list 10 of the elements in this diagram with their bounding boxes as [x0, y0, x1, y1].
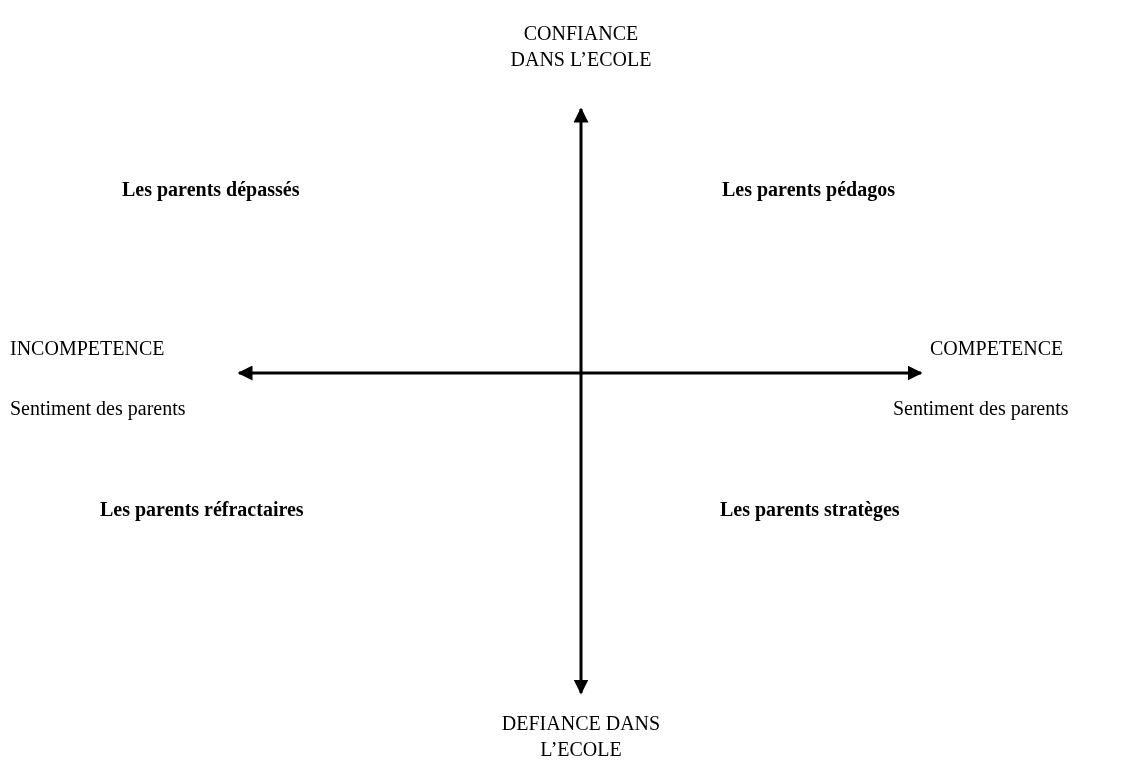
axis-label: CONFIANCE DANS L’ECOLE — [509, 21, 653, 72]
quadrant-label: Les parents pédagos — [722, 177, 895, 202]
axis-label: DEFIANCE DANS L’ECOLE — [501, 711, 661, 762]
axis-caption: Sentiment des parents — [10, 396, 186, 421]
quadrant-label: Les parents réfractaires — [100, 497, 304, 522]
axis-label: INCOMPETENCE — [10, 336, 165, 361]
quadrant-label: Les parents stratèges — [720, 497, 900, 522]
axis-caption: Sentiment des parents — [893, 396, 1069, 421]
quadrant-label: Les parents dépassés — [122, 177, 300, 202]
axis-label: COMPETENCE — [930, 336, 1064, 361]
